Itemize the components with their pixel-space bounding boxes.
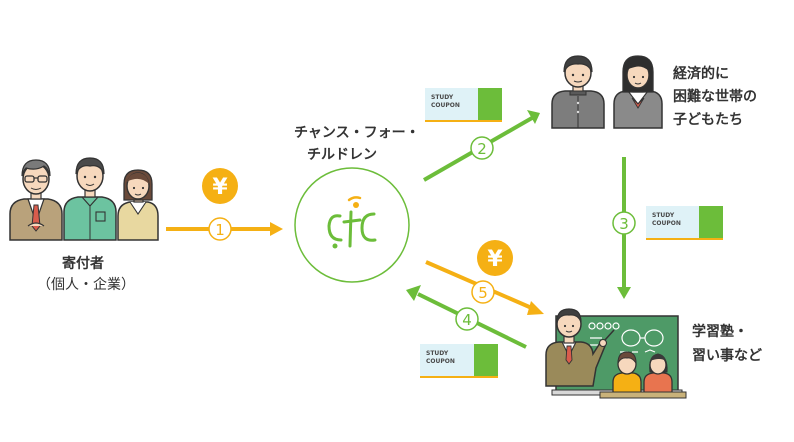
step-4-badge: 4	[455, 307, 479, 331]
student-girl-figure	[613, 55, 663, 129]
step-1-badge: 1	[208, 217, 232, 241]
student-people-icon	[551, 55, 663, 129]
teacher-figure	[545, 308, 615, 387]
coupon-bottom-line2: COUPON	[426, 358, 455, 365]
donor-man-green-figure	[63, 157, 117, 241]
coupon-middle: STUDY COUPON	[646, 206, 723, 240]
coupon-top: STUDY COUPON	[425, 88, 502, 122]
classroom-desk	[599, 391, 687, 399]
children-label-line2: 困難な世帯の	[673, 89, 757, 105]
donor-people-icon	[9, 157, 159, 241]
yen-coin-icon-left: ¥	[202, 168, 238, 204]
step-2-number: 2	[477, 140, 487, 158]
step-4-number: 4	[462, 311, 472, 329]
classroom-student-left	[612, 351, 642, 394]
step-1-number: 1	[215, 221, 225, 239]
donor-man-glasses-figure	[9, 159, 63, 241]
step-3-badge: 3	[612, 211, 636, 235]
step-3-number: 3	[619, 215, 629, 233]
org-name-line1: チャンス・フォー・	[294, 125, 420, 141]
board-scribbles	[588, 322, 664, 353]
coupon-middle-line1: STUDY	[652, 212, 675, 219]
donor-sublabel: （個人・企業）	[37, 277, 135, 293]
coupon-top-line1: STUDY	[431, 94, 454, 101]
coupon-bottom-line1: STUDY	[426, 350, 449, 357]
yen-symbol-left: ¥	[212, 175, 228, 200]
coupon-bottom: STUDY COUPON	[420, 344, 498, 378]
school-label-line2: 習い事など	[692, 348, 762, 364]
yen-coin-icon-right: ¥	[477, 240, 513, 276]
cfc-logo-icon	[294, 167, 410, 283]
coupon-top-line2: COUPON	[431, 102, 460, 109]
donor-woman-figure	[117, 169, 159, 241]
yen-symbol-right: ¥	[487, 247, 503, 272]
coupon-middle-line2: COUPON	[652, 220, 681, 227]
teacher-classroom-icon	[545, 308, 687, 399]
donor-label: 寄付者	[62, 256, 104, 272]
children-label-line1: 経済的に	[673, 66, 729, 82]
children-label-line3: 子どもたち	[673, 112, 743, 128]
step-2-badge: 2	[470, 136, 494, 160]
step-5-badge: 5	[471, 280, 495, 304]
step-5-number: 5	[478, 284, 488, 302]
org-name-line2: チルドレン	[307, 147, 377, 163]
school-label-line1: 学習塾・	[692, 324, 748, 340]
student-boy-figure	[551, 55, 605, 129]
classroom-student-right	[643, 353, 673, 394]
